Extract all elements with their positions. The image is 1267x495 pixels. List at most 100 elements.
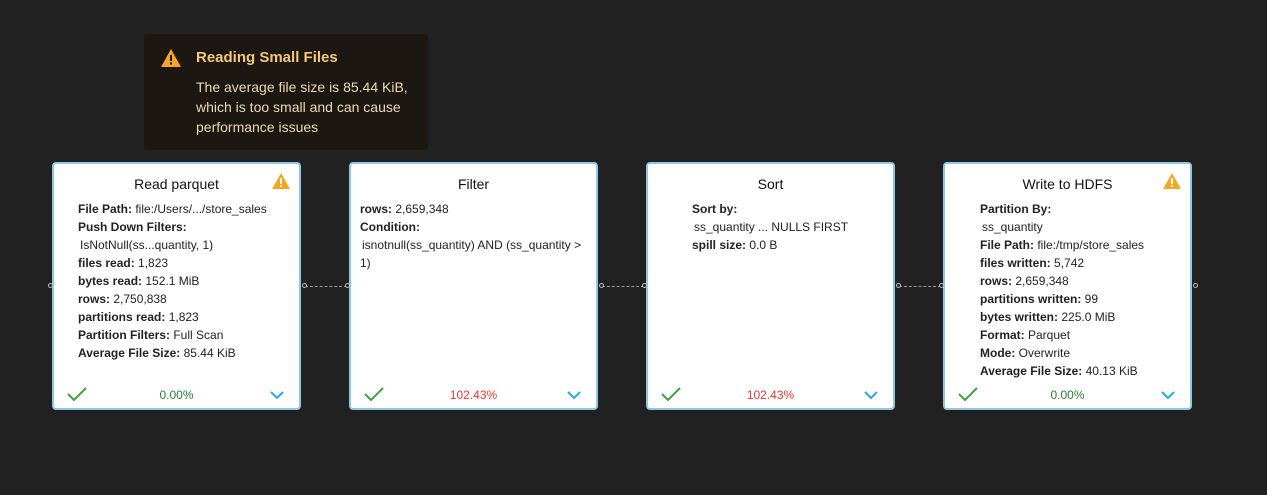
detail-value: Parquet — [1024, 328, 1071, 342]
detail-row: Partition Filters: Full Scan — [78, 326, 288, 344]
node-title: Write to HDFS — [1022, 176, 1113, 192]
node-port[interactable] — [345, 283, 350, 288]
small-files-tooltip: Reading Small Files The average file siz… — [144, 34, 428, 150]
warning-icon[interactable] — [271, 172, 291, 190]
detail-label: Mode: — [980, 346, 1016, 360]
detail-row: Mode: Overwrite — [980, 344, 1180, 362]
edge-sort-to-write — [899, 286, 941, 288]
detail-row: Sort by: — [692, 200, 872, 218]
detail-value: 2,750,838 — [110, 292, 167, 306]
detail-label: partitions written: — [980, 292, 1082, 306]
tooltip-title: Reading Small Files — [196, 49, 338, 66]
chevron-down-icon[interactable] — [1160, 390, 1176, 400]
detail-label: partitions read: — [78, 310, 166, 324]
detail-row: ss_quantity ... NULLS FIRST — [692, 218, 872, 236]
tooltip-body: The average file size is 85.44 KiB, whic… — [196, 79, 408, 135]
edge-read-to-filter — [305, 286, 347, 288]
check-icon — [364, 387, 384, 402]
detail-value: IsNotNull(ss...quantity, 1) — [80, 238, 214, 252]
detail-value: 152.1 MiB — [142, 274, 200, 288]
detail-label: Push Down Filters: — [78, 220, 187, 234]
detail-label: rows: — [78, 292, 111, 306]
chevron-down-icon[interactable] — [566, 390, 582, 400]
node-title: Sort — [757, 176, 784, 192]
node-title: Filter — [457, 176, 490, 192]
detail-label: files read: — [78, 256, 135, 270]
detail-value: 40.13 KiB — [1082, 364, 1138, 378]
detail-label: Format: — [980, 328, 1025, 342]
node-port[interactable] — [599, 283, 604, 288]
detail-label: rows: — [980, 274, 1013, 288]
detail-row: bytes written: 225.0 MiB — [980, 308, 1180, 326]
detail-row: bytes read: 152.1 MiB — [78, 272, 288, 290]
detail-value: file:/Users/.../store_sales — [132, 202, 267, 216]
detail-row: files read: 1,823 — [78, 254, 288, 272]
detail-value: 1,823 — [165, 310, 199, 324]
detail-value: Overwrite — [1015, 346, 1071, 360]
detail-row: Average File Size: 40.13 KiB — [980, 362, 1180, 380]
detail-value: 99 — [1081, 292, 1099, 306]
node-port[interactable] — [302, 283, 307, 288]
node-percent: 0.00% — [1050, 388, 1085, 402]
detail-row: partitions read: 1,823 — [78, 308, 288, 326]
detail-row: Average File Size: 85.44 KiB — [78, 344, 288, 362]
detail-label: rows: — [360, 202, 393, 216]
node-percent: 102.43% — [746, 388, 795, 402]
detail-label: bytes written: — [980, 310, 1059, 324]
detail-label: Condition: — [360, 220, 420, 234]
check-icon — [67, 387, 87, 402]
detail-value: 1,823 — [134, 256, 169, 270]
detail-value: 225.0 MiB — [1058, 310, 1116, 324]
detail-row: File Path: file:/Users/.../store_sales — [78, 200, 288, 218]
detail-row: Partition By: — [980, 200, 1180, 218]
detail-value: 2,659,348 — [392, 202, 449, 216]
node-port[interactable] — [896, 283, 901, 288]
detail-row: IsNotNull(ss...quantity, 1) — [78, 236, 288, 254]
detail-row: files written: 5,742 — [980, 254, 1180, 272]
detail-value: 0.0 B — [746, 238, 778, 252]
detail-label: Average File Size: — [78, 346, 181, 360]
detail-row: partitions written: 99 — [980, 290, 1180, 308]
detail-label: File Path: — [78, 202, 133, 216]
node-title: Read parquet — [134, 176, 219, 192]
detail-value: 2,659,348 — [1012, 274, 1069, 288]
node-port[interactable] — [642, 283, 647, 288]
check-icon — [958, 387, 978, 402]
detail-row: Condition: — [360, 218, 592, 236]
detail-value: Full Scan — [170, 328, 224, 342]
detail-value: file:/tmp/store_sales — [1034, 238, 1145, 252]
detail-value: isnotnull(ss_quantity) AND (ss_quantity … — [360, 238, 582, 270]
detail-label: spill size: — [692, 238, 747, 252]
detail-label: Partition Filters: — [78, 328, 171, 342]
detail-row: rows: 2,659,348 — [980, 272, 1180, 290]
detail-label: Partition By: — [980, 202, 1052, 216]
detail-label: Sort by: — [692, 202, 738, 216]
warning-icon[interactable] — [1162, 172, 1182, 190]
check-icon — [661, 387, 681, 402]
node-port[interactable] — [48, 283, 53, 288]
detail-row: isnotnull(ss_quantity) AND (ss_quantity … — [360, 236, 592, 272]
warning-icon — [161, 49, 181, 67]
chevron-down-icon[interactable] — [863, 390, 879, 400]
detail-row: File Path: file:/tmp/store_sales — [980, 236, 1180, 254]
node-percent: 0.00% — [159, 388, 194, 402]
edge-filter-to-sort — [602, 286, 644, 288]
node-port[interactable] — [939, 283, 944, 288]
detail-row: rows: 2,750,838 — [78, 290, 288, 308]
detail-row: Push Down Filters: — [78, 218, 288, 236]
detail-value: ss_quantity — [982, 220, 1043, 234]
detail-row: spill size: 0.0 B — [692, 236, 872, 254]
chevron-down-icon[interactable] — [269, 390, 285, 400]
detail-label: File Path: — [980, 238, 1035, 252]
node-port[interactable] — [1193, 283, 1198, 288]
detail-label: Average File Size: — [980, 364, 1083, 378]
detail-label: bytes read: — [78, 274, 143, 288]
detail-row: Format: Parquet — [980, 326, 1180, 344]
